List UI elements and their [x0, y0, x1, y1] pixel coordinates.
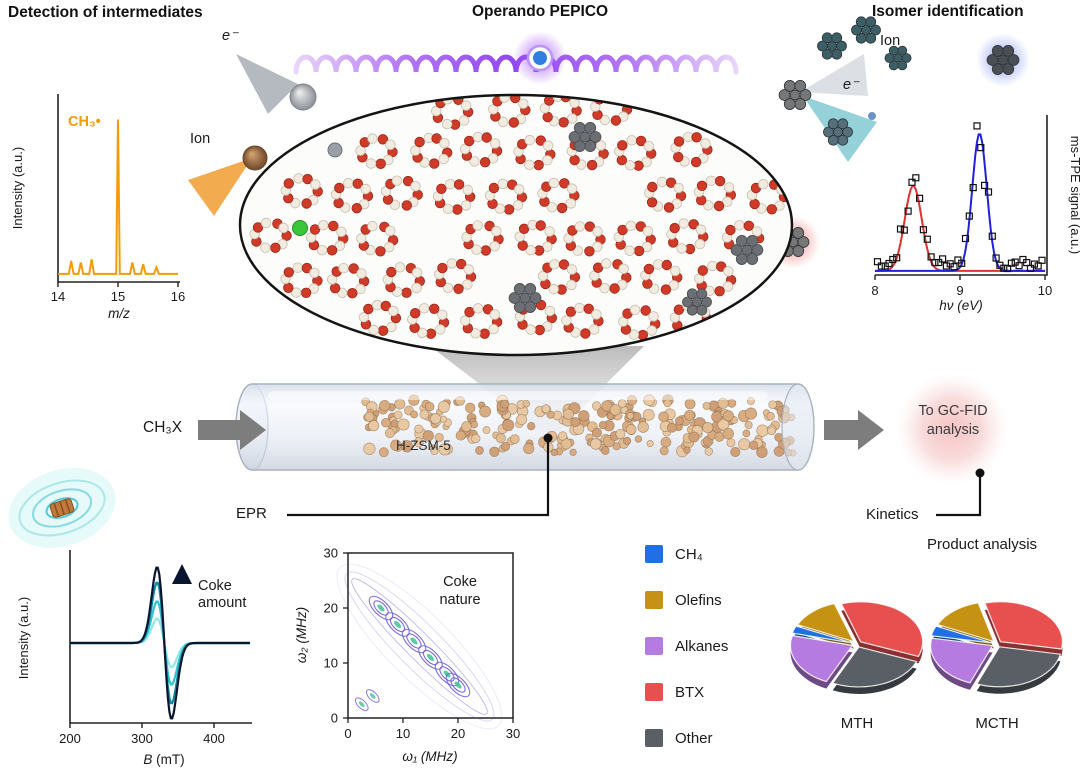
reactor-tube: [235, 383, 815, 471]
svg-text:16: 16: [171, 289, 185, 304]
svg-text:30: 30: [506, 726, 520, 741]
title-operando-pepico: Operando PEPICO: [472, 3, 609, 20]
svg-text:hν (eV): hν (eV): [939, 298, 983, 313]
svg-text:10: 10: [324, 656, 338, 671]
legend-item-0: CH₄: [645, 545, 728, 563]
svg-text:20: 20: [324, 601, 338, 616]
electron-label-right: e⁻: [843, 77, 859, 93]
gcfid-glow: [896, 373, 1008, 485]
svg-text:300: 300: [131, 731, 153, 746]
product-analysis-title: Product analysis: [927, 536, 1038, 553]
legend-item-4: Other: [645, 729, 728, 747]
kinetics-label: Kinetics: [866, 506, 919, 523]
catalyst-label: H-ZSM-5: [396, 438, 451, 453]
svg-text:14: 14: [51, 289, 65, 304]
legend-swatch: [645, 545, 663, 563]
svg-text:20: 20: [451, 726, 465, 741]
svg-text:MTH: MTH: [841, 715, 874, 732]
svg-text:Intensity (a.u.): Intensity (a.u.): [16, 597, 31, 679]
legend-swatch: [645, 683, 663, 701]
legend-swatch: [645, 637, 663, 655]
svg-text:9: 9: [956, 283, 963, 298]
flow-arrow-outlet: [824, 410, 884, 450]
epr-label: EPR: [236, 505, 267, 522]
ion-detector-cone-left: [188, 158, 252, 216]
ion-label-left: Ion: [190, 131, 211, 147]
svg-text:ms-TPE signal (a.u.): ms-TPE signal (a.u.): [1068, 136, 1080, 254]
title-isomer-identification: Isomer identification: [872, 3, 1024, 20]
epr-connector: [287, 433, 553, 517]
legend-label: CH₄: [675, 545, 703, 563]
ion-label-right: Ion: [880, 33, 901, 49]
electron-label-left: e⁻: [222, 28, 238, 44]
svg-text:ω₁ (MHz): ω₁ (MHz): [402, 749, 457, 764]
electron-dot-right: [868, 112, 876, 120]
legend-swatch: [645, 729, 663, 747]
legend-label: BTX: [675, 683, 705, 701]
title-detection: Detection of intermediates: [8, 4, 203, 21]
svg-text:0: 0: [331, 711, 338, 726]
photon-beam: [293, 54, 739, 75]
photon-icon: [513, 31, 567, 85]
svg-text:30: 30: [324, 546, 338, 561]
svg-text:10: 10: [1038, 283, 1052, 298]
epr-coil-icon: [8, 468, 116, 548]
legend-item-1: Olefins: [645, 591, 728, 609]
ion-sphere-left: [242, 145, 268, 171]
legend-swatch: [645, 591, 663, 609]
svg-text:B (mT): B (mT): [143, 752, 184, 767]
flow-arrow-inlet: [198, 410, 266, 450]
svg-text:15: 15: [111, 289, 125, 304]
legend-label: Alkanes: [675, 637, 729, 655]
svg-text:10: 10: [396, 726, 410, 741]
svg-text:CH₃•: CH₃•: [68, 114, 101, 130]
svg-text:400: 400: [203, 731, 225, 746]
gcfid-label: To GC-FID analysis: [918, 403, 988, 438]
svg-text:m/z: m/z: [108, 306, 130, 321]
svg-text:ω₂ (MHz): ω₂ (MHz): [294, 607, 309, 663]
svg-text:200: 200: [59, 731, 81, 746]
ms-tpe-chart: 8 9 10 hν (eV) ms-TPE signal (a.u.): [871, 115, 1080, 313]
legend-item-3: BTX: [645, 683, 728, 701]
electron-detector-cone-left: [236, 54, 298, 114]
feed-label: CH₃X: [143, 419, 183, 436]
legend-item-2: Alkanes: [645, 637, 728, 655]
svg-text:0: 0: [344, 726, 351, 741]
svg-text:Intensity (a.u.): Intensity (a.u.): [10, 147, 25, 229]
legend-label: Olefins: [675, 591, 722, 609]
legend-label: Other: [675, 729, 713, 747]
svg-text:8: 8: [871, 283, 878, 298]
product-pie-charts: MTH MCTH: [790, 601, 1064, 732]
mass-spectrum-chart: 14 15 16 m/z Intensity (a.u.) CH₃•: [10, 94, 185, 321]
svg-text:MCTH: MCTH: [975, 715, 1018, 732]
kinetics-connector: [936, 468, 985, 517]
electron-sphere-left: [289, 83, 317, 111]
zeolite-framework-illustration: [238, 93, 794, 357]
